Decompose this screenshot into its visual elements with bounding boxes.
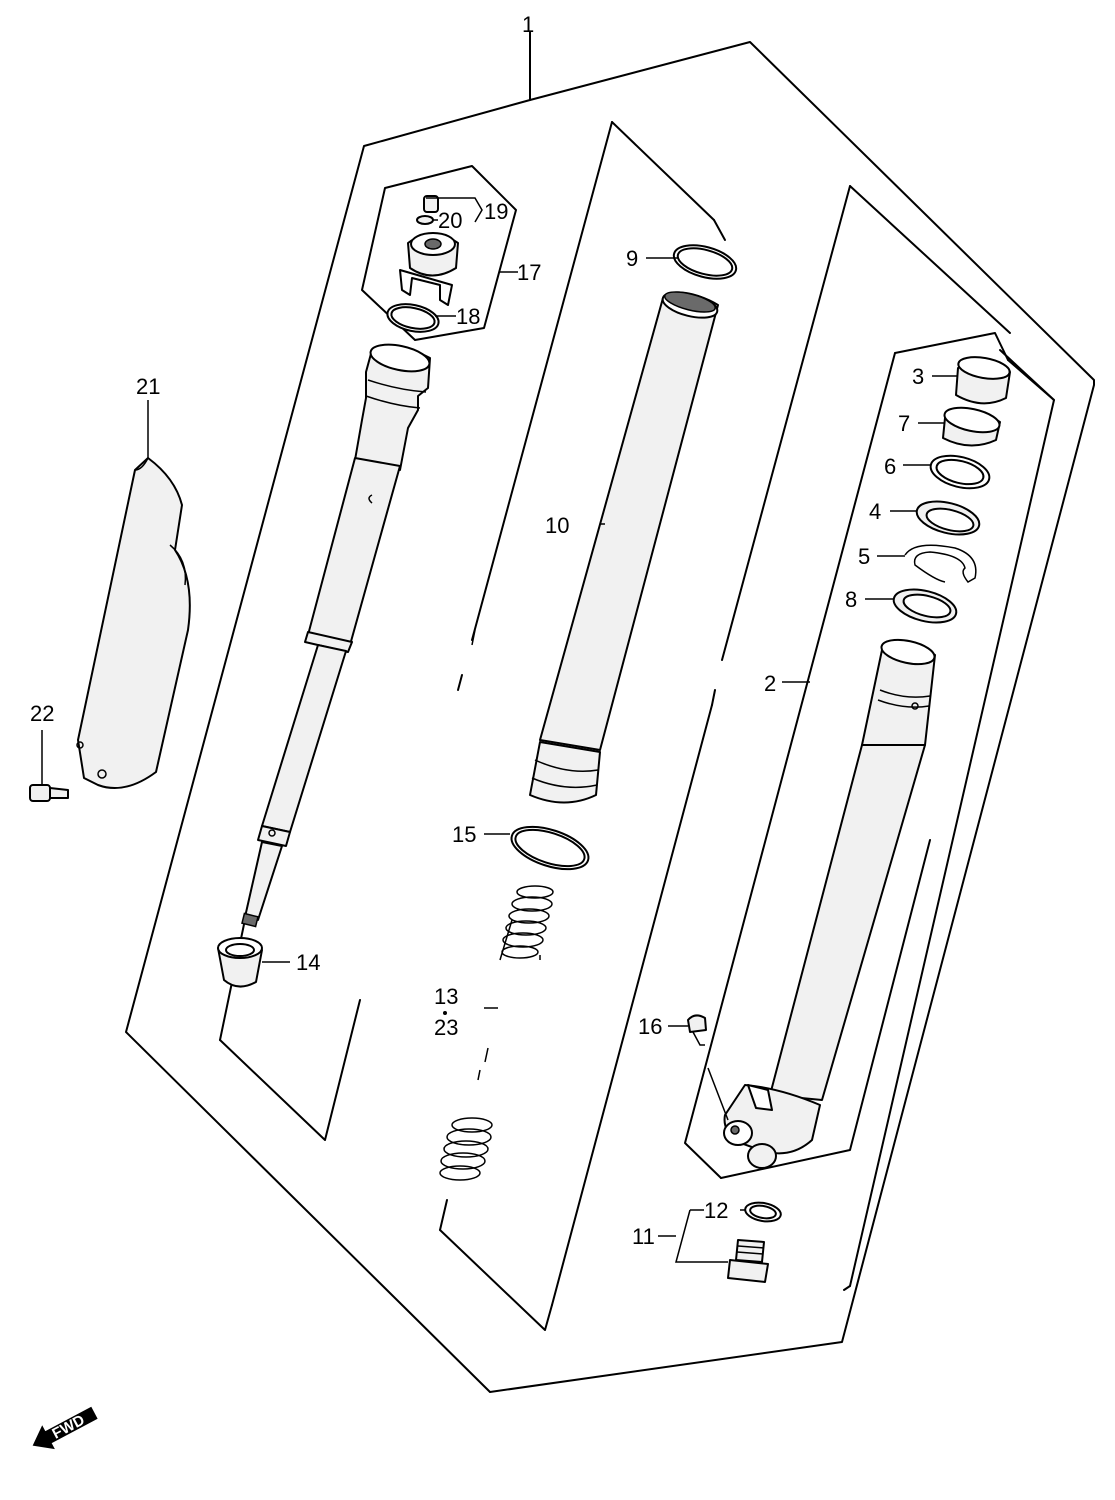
o-ring-15: [510, 825, 590, 871]
bushing-7: [942, 406, 1001, 447]
callout-15: 15: [452, 822, 476, 847]
fwd-label: FWD: [49, 1412, 87, 1443]
callout-4: 4: [869, 499, 881, 524]
callout-20: 20: [438, 208, 462, 233]
callout-2: 2: [764, 671, 776, 696]
callout-10: 10: [545, 513, 569, 538]
leader-lines: [41, 197, 958, 1263]
callout-5: 5: [858, 544, 870, 569]
callout-7: 7: [898, 411, 910, 436]
fork-guard-21: [76, 457, 191, 789]
callout-1: 1: [522, 12, 534, 37]
o-ring-18: [386, 303, 440, 333]
oil-seal-4: [915, 500, 981, 536]
damper-rod: [241, 343, 431, 928]
callout-11: 11: [632, 1224, 655, 1249]
inner-tube-10: [529, 291, 719, 804]
callout-9: 9: [626, 246, 638, 271]
callout-17: 17: [517, 260, 541, 285]
callout-21: 21: [136, 374, 160, 399]
bolt-22: [29, 784, 69, 802]
callout-3: 3: [912, 364, 924, 389]
dust-seal-8: [892, 588, 958, 624]
fork-spring-upper: [501, 885, 554, 959]
center-lines: [471, 629, 716, 1081]
callout-22: 22: [30, 701, 54, 726]
callout-13: 13: [434, 984, 458, 1009]
callout-8: 8: [845, 587, 857, 612]
snap-ring-5: [904, 544, 977, 583]
washer-6: [929, 454, 991, 490]
callout-labels: 1 2 3 4 5 6 7 8 9 10 11 12 13 23 14 15 1…: [30, 12, 924, 1249]
callout-23: 23: [434, 1015, 458, 1040]
callout-14: 14: [296, 950, 320, 975]
ring-9: [672, 244, 738, 280]
callout-6: 6: [884, 454, 896, 479]
callout-16: 16: [638, 1014, 662, 1039]
outer-tube-2: [723, 638, 936, 1169]
bushing-3: [955, 356, 1011, 405]
assembly-outline-1: [125, 31, 1095, 1393]
callout-18: 18: [456, 304, 480, 329]
drain-bolt-11: [727, 1239, 769, 1283]
fork-cap-group-outline: [361, 165, 517, 341]
oil-lock-piece-14: [217, 937, 263, 988]
gasket-12: [744, 1201, 782, 1223]
bolt-16: [687, 1014, 729, 1121]
forward-arrow-icon: FWD: [32, 1406, 98, 1450]
callout-19: 19: [484, 199, 508, 224]
callout-13-23-dot: [443, 1011, 447, 1015]
fork-spring-lower: [439, 919, 541, 1181]
fork-cap-assembly: [399, 195, 459, 306]
callout-12: 12: [704, 1198, 728, 1223]
